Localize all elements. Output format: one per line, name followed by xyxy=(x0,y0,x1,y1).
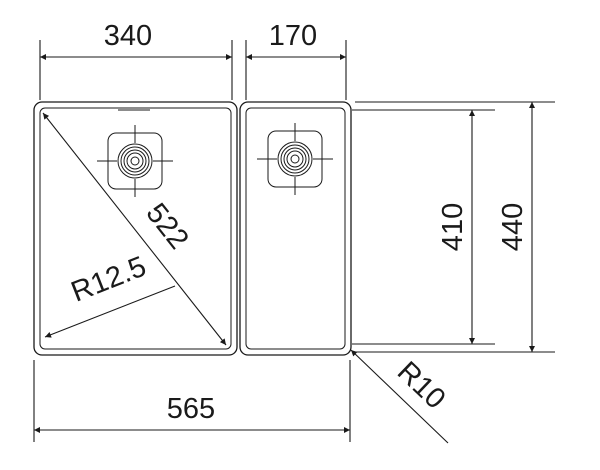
left-bowl xyxy=(33,101,238,356)
right-bowl xyxy=(239,101,352,356)
dimension-label-r10: R10 xyxy=(391,356,452,416)
dimension-440: 440 xyxy=(355,101,555,353)
dimension-radius-r10: R10 xyxy=(350,349,452,444)
dimension-565: 565 xyxy=(33,360,351,442)
dimension-diagonal-522: 522 xyxy=(42,112,227,346)
dimension-label-410: 410 xyxy=(437,203,469,251)
drain-strainer-icon xyxy=(257,123,333,195)
dimension-label-170: 170 xyxy=(269,20,317,52)
dimension-340: 340 xyxy=(39,20,233,100)
dimension-label-565: 565 xyxy=(167,393,215,425)
dimension-label-340: 340 xyxy=(104,20,152,52)
dimension-radius-r12-5: R12.5 xyxy=(44,251,176,338)
dimension-label-440: 440 xyxy=(497,203,529,251)
dimension-170: 170 xyxy=(245,20,347,100)
drain-strainer-icon xyxy=(97,125,173,197)
dimension-410: 410 xyxy=(352,109,495,345)
